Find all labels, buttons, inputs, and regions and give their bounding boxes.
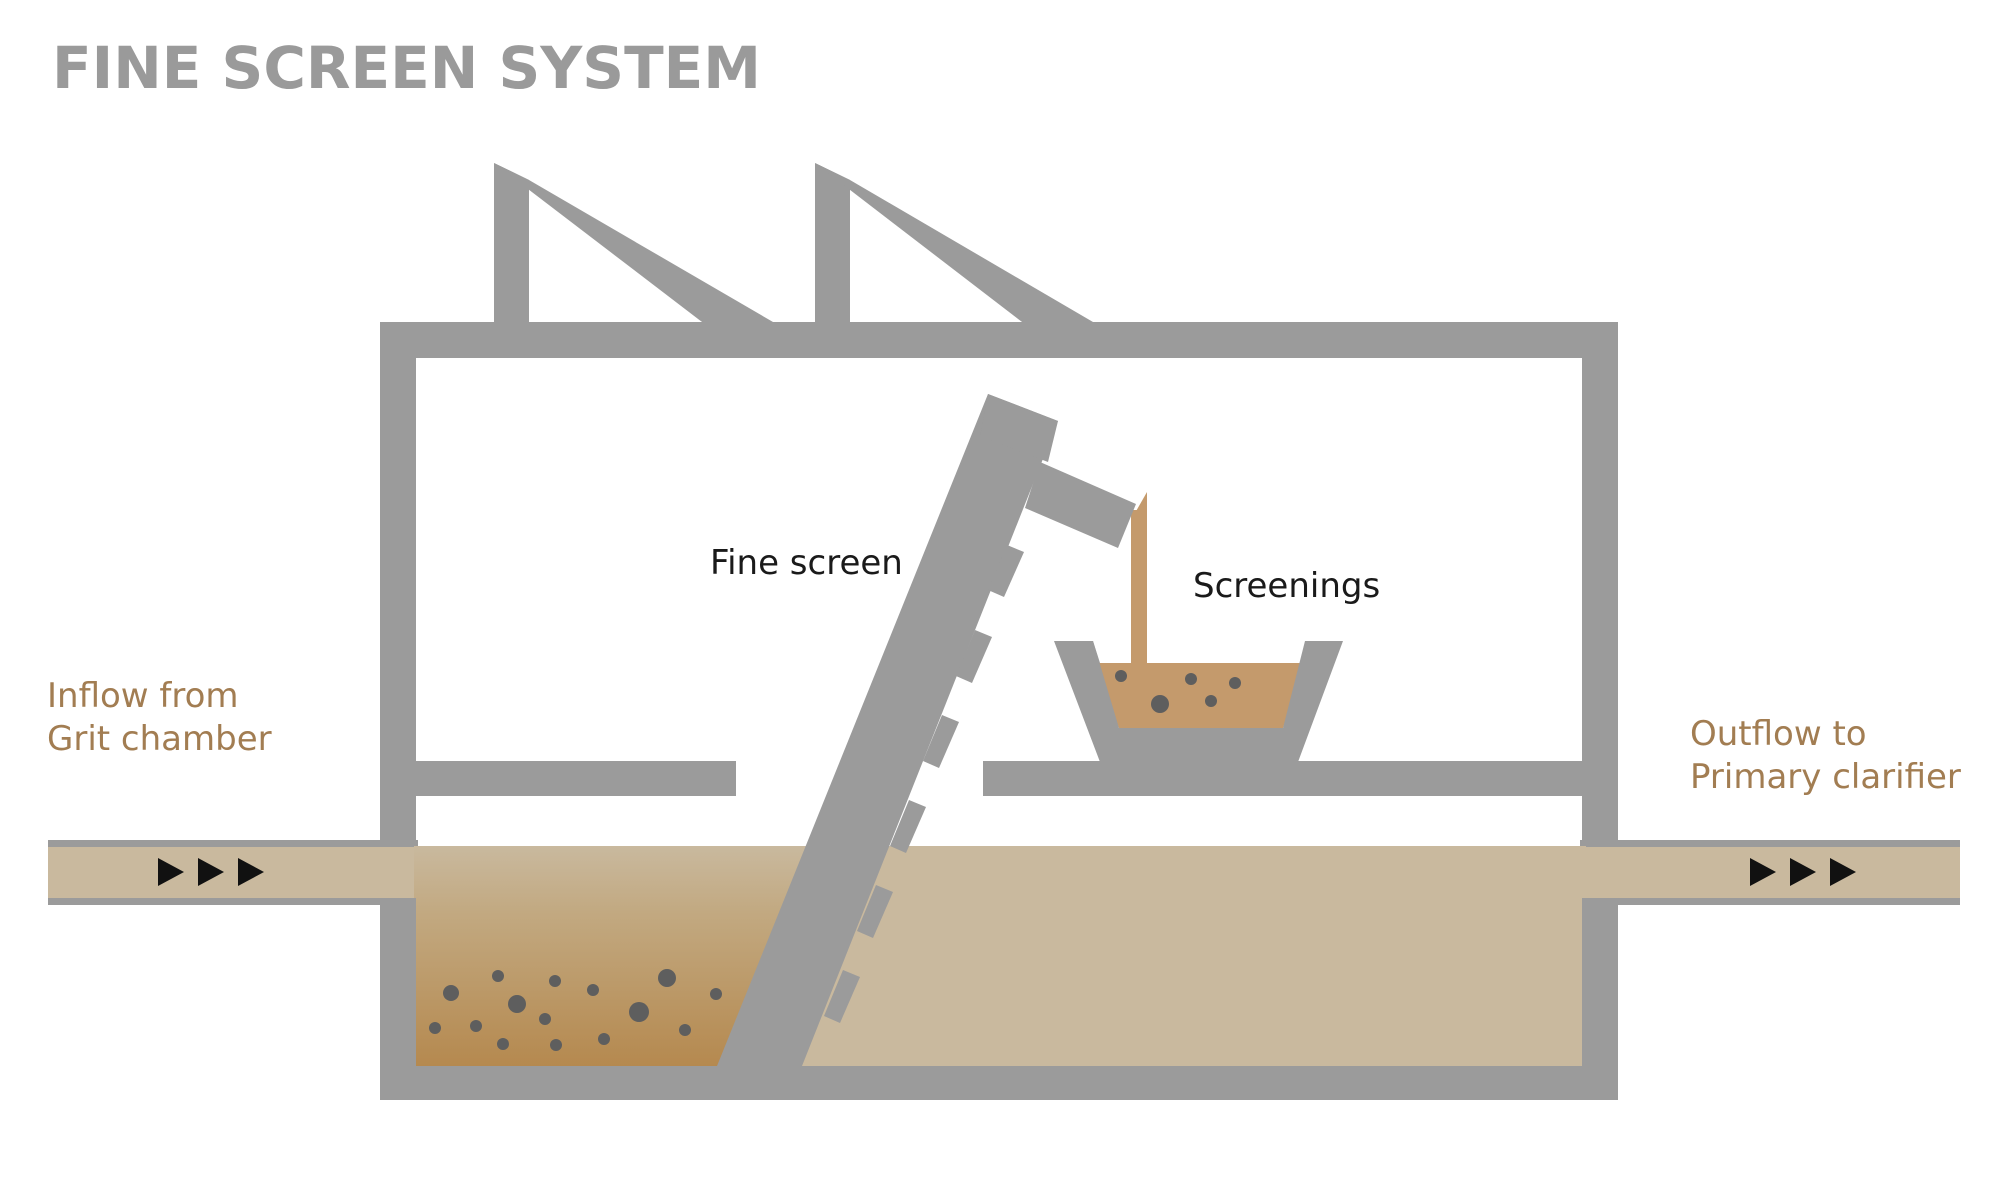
- fine-screen-label: Fine screen: [710, 543, 903, 583]
- sediment-particles: [429, 969, 722, 1051]
- outflow-label-line1: Outflow to: [1690, 714, 1867, 754]
- outflow-arrows: [1750, 858, 1856, 886]
- outflow-pipe: [1580, 840, 1960, 905]
- page-title: FINE SCREEN SYSTEM: [52, 34, 761, 102]
- building-structure: [380, 322, 1618, 1100]
- sawtooth-roof: [494, 163, 1093, 356]
- screenings-hopper: [1054, 492, 1343, 762]
- inflow-label-line2: Grit chamber: [47, 719, 272, 759]
- play-arrow-icon: [198, 858, 224, 886]
- inflow-pipe: [48, 840, 418, 905]
- inflow-label-line1: Inflow from: [47, 676, 239, 716]
- inflow-arrows: [158, 858, 264, 886]
- screenings-particles: [1115, 670, 1241, 713]
- play-arrow-icon: [238, 858, 264, 886]
- screenings-label: Screenings: [1193, 566, 1380, 606]
- fine-screen-unit: [717, 394, 1136, 1066]
- play-arrow-icon: [158, 858, 184, 886]
- play-arrow-icon: [1790, 858, 1816, 886]
- play-arrow-icon: [1750, 858, 1776, 886]
- outflow-label-line2: Primary clarifier: [1690, 757, 1961, 797]
- play-arrow-icon: [1830, 858, 1856, 886]
